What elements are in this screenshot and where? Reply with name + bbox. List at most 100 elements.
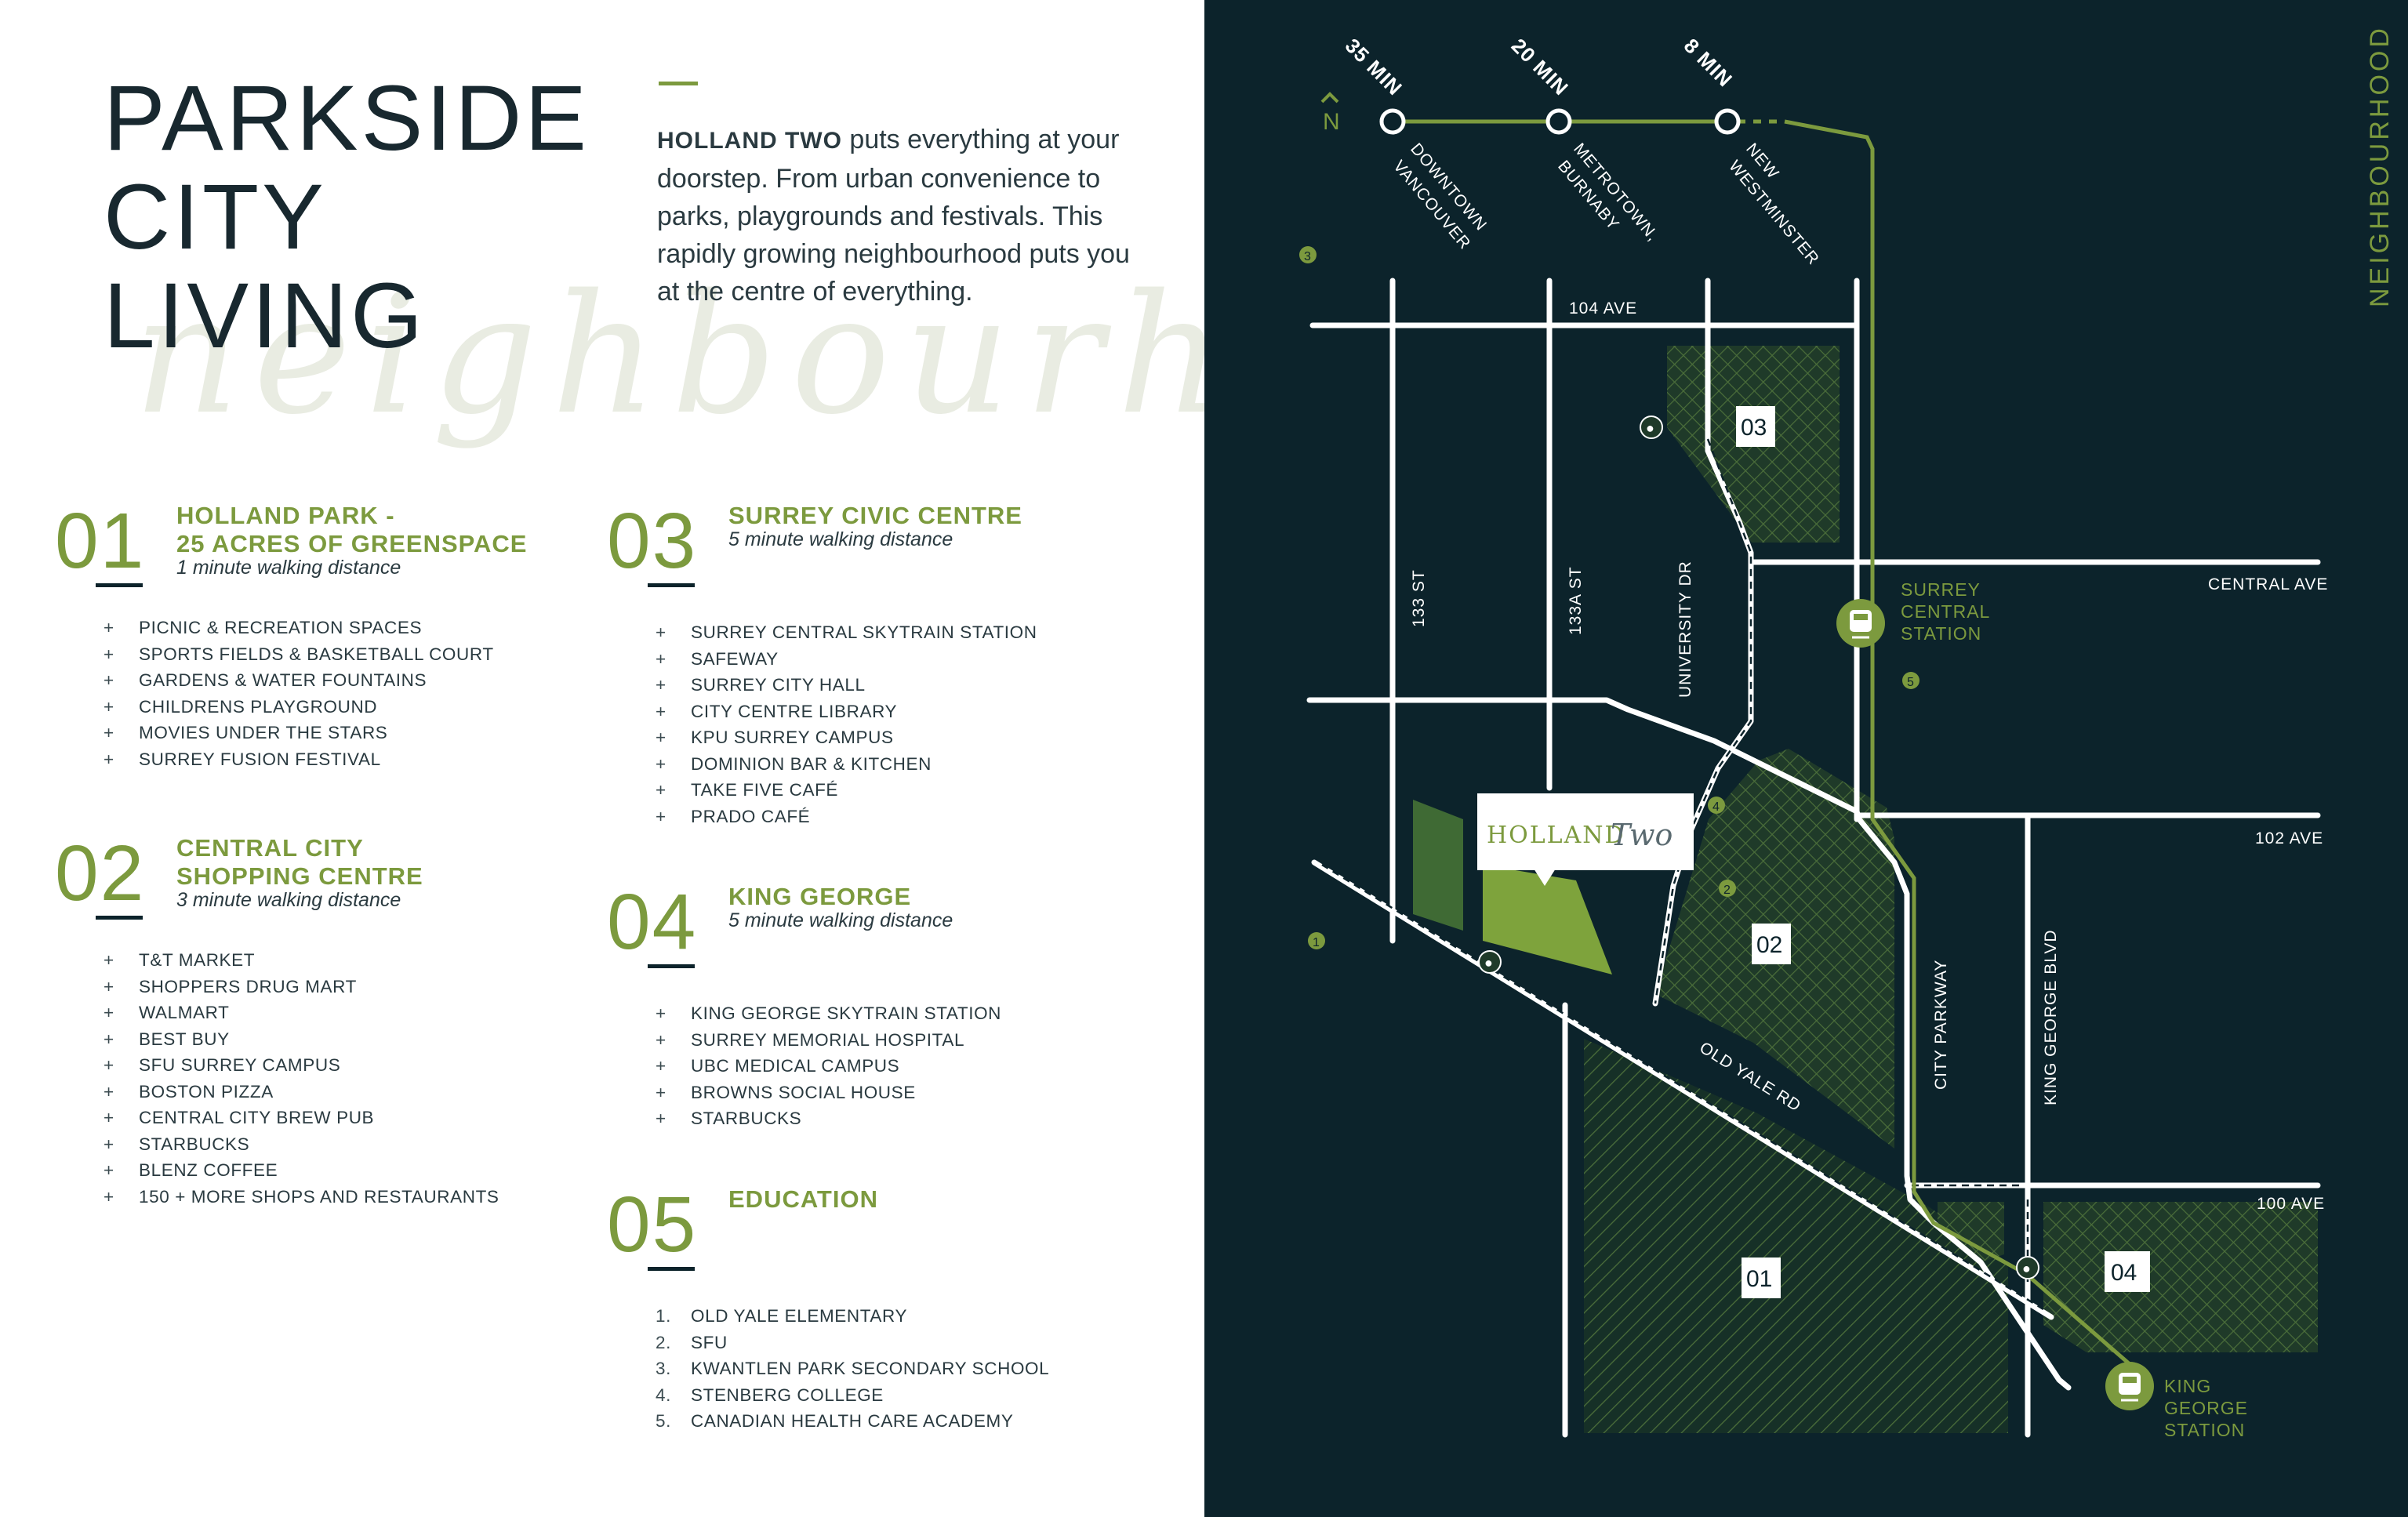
section-title: EDUCATION [728, 1185, 878, 1214]
list-item-label: WALMART [139, 1003, 230, 1022]
list-item-label: BOSTON PIZZA [139, 1081, 274, 1101]
station-label-line: GEORGE [2164, 1398, 2248, 1418]
section-number: 02 [55, 829, 146, 917]
section-number: 04 [607, 878, 698, 966]
plus-icon: + [656, 701, 666, 721]
plus-icon: + [656, 1109, 666, 1128]
list-item: +DOMINION BAR & KITCHEN [656, 751, 1037, 778]
section-title-line-1: HOLLAND PARK - [176, 502, 395, 529]
list-item: 2.SFU [656, 1330, 1049, 1356]
school-marker-label: 5 [1907, 676, 1914, 689]
list-item: + WALMART [104, 1000, 499, 1026]
list-item-label: CHILDRENS PLAYGROUND [139, 696, 378, 717]
list-item: +T&T MARKET [104, 947, 499, 974]
list-item-label: UBC MEDICAL CAMPUS [691, 1056, 900, 1076]
list-item-label: DOMINION BAR & KITCHEN [691, 753, 932, 774]
park-zone-04 [2043, 1202, 2318, 1352]
plus-icon: + [656, 780, 666, 800]
neighbourhood-map: N 35 MIN 20 MIN 8 MIN DOWNTOWN VANCOUVER… [1299, 34, 2327, 1440]
walking-person-icon: ● [2016, 1256, 2039, 1279]
list-item-label: TAKE FIVE CAFÉ [691, 780, 839, 800]
school-marker-label: 2 [1723, 884, 1731, 897]
plus-icon: + [104, 696, 114, 717]
list-item-label: PICNIC & RECREATION SPACES [139, 618, 423, 637]
section-subtitle: 5 minute walking distance [728, 528, 953, 550]
station-label-line: KING [2164, 1376, 2211, 1396]
section-subtitle: 1 minute walking distance [176, 557, 401, 579]
list-item: + KPU SURREY CAMPUS [656, 724, 1037, 751]
section-number-underline [96, 916, 143, 920]
list-item-label: GARDENS & WATER FOUNTAINS [139, 670, 427, 690]
list-item-label: BLENZ COFFEE [139, 1160, 278, 1180]
neighbourhood-script-watermark: neighbourhood [133, 259, 1204, 451]
street-label-100-ave: 100 AVE [2257, 1195, 2325, 1213]
plus-icon: + [104, 950, 114, 970]
list-item: + BEST BUY [104, 1026, 499, 1053]
school-marker-label: 1 [1313, 936, 1320, 949]
park-zone-04-extension [1938, 1202, 2004, 1262]
transit-stop-new-westminster [1714, 108, 1741, 135]
svg-text:●: ● [2022, 1261, 2032, 1276]
zone-label-02: 02 [1752, 924, 1791, 964]
list-item-label: SURREY CENTRAL SKYTRAIN STATION [691, 622, 1037, 642]
list-item-label: SAFEWAY [691, 648, 779, 669]
zone-label-01: 01 [1742, 1258, 1781, 1298]
zone-label-text: 01 [1746, 1266, 1772, 1292]
list-item-label: SPORTS FIELDS & BASKETBALL COURT [139, 644, 494, 664]
plus-icon: + [656, 728, 666, 747]
school-marker-1: 1 [1308, 932, 1325, 949]
list-item: + SPORTS FIELDS & BASKETBALL COURT [104, 641, 494, 668]
school-marker-4: 4 [1708, 797, 1725, 814]
list-item-label: STARBUCKS [691, 1109, 802, 1128]
zone-label-03: 03 [1736, 406, 1775, 447]
intro-paragraph: HOLLAND TWO puts everything at your door… [657, 121, 1143, 310]
list-item: +CITY CENTRE LIBRARY [656, 699, 1037, 725]
section-number-underline [648, 583, 695, 587]
list-item-label: PRADO CAFÉ [691, 806, 811, 826]
station-label-line: STATION [1901, 623, 1981, 644]
list-item: +SURREY CENTRAL SKYTRAIN STATION [656, 619, 1037, 646]
plus-icon: + [104, 749, 114, 769]
plus-icon: + [104, 644, 114, 664]
plus-icon: + [104, 1055, 114, 1075]
list-item: + CHILDRENS PLAYGROUND [104, 694, 494, 720]
transit-time-8: 8 MIN [1680, 34, 1738, 92]
list-item: +SURREY CITY HALL [656, 672, 1037, 699]
plus-icon: + [104, 1186, 114, 1207]
school-marker-5: 5 [1902, 672, 1919, 689]
zone-label-text: 02 [1756, 932, 1782, 958]
walking-paths [1321, 438, 2044, 1311]
list-item: 3.KWANTLEN PARK SECONDARY SCHOOL [656, 1356, 1049, 1382]
plus-icon: + [656, 1082, 666, 1102]
plus-icon: + [104, 976, 114, 996]
street-label-city-parkway: CITY PARKWAY [1932, 960, 1950, 1090]
section-items: + PICNIC & RECREATION SPACES + SPORTS FIEL… [104, 615, 494, 772]
plus-icon: + [104, 723, 114, 742]
list-item: +SFU SURREY CAMPUS [104, 1052, 499, 1079]
list-item-label: OLD YALE ELEMENTARY [691, 1306, 908, 1326]
section-title-line-2: SHOPPING CENTRE [176, 862, 423, 890]
list-item: +UBC MEDICAL CAMPUS [656, 1053, 1001, 1080]
list-item-label: CANADIAN HEALTH CARE ACADEMY [691, 1411, 1014, 1431]
list-item-label: BEST BUY [139, 1029, 230, 1049]
list-item: +CENTRAL CITY BREW PUB [104, 1105, 499, 1131]
list-item-label: KING GEORGE SKYTRAIN STATION [691, 1003, 1002, 1023]
street-label-102-ave: 102 AVE [2255, 829, 2323, 847]
plus-icon: + [656, 675, 666, 695]
section-items: +SURREY CENTRAL SKYTRAIN STATION +SAFEWA… [656, 619, 1037, 829]
list-number: 4. [656, 1385, 671, 1405]
section-number: 05 [607, 1181, 698, 1268]
map-panel: NEIGHBOURHOOD [1204, 0, 2408, 1517]
plus-icon: + [104, 1029, 114, 1049]
plus-icon: + [656, 806, 666, 826]
page-title: PARKSIDE CITY LIVING [104, 69, 590, 365]
list-item-label: KPU SURREY CAMPUS [691, 728, 894, 747]
street-label-104-ave: 104 AVE [1569, 299, 1637, 318]
list-item-label: SHOPPERS DRUG MART [139, 976, 357, 996]
section-items: +KING GEORGE SKYTRAIN STATION +SURREY ME… [656, 1000, 1001, 1132]
list-item-label: STENBERG COLLEGE [691, 1385, 884, 1405]
station-label-line: CENTRAL [1901, 601, 1990, 622]
plus-icon: + [104, 1003, 114, 1022]
list-item: +SAFEWAY [656, 646, 1037, 673]
list-item: +STARBUCKS [104, 1131, 499, 1158]
